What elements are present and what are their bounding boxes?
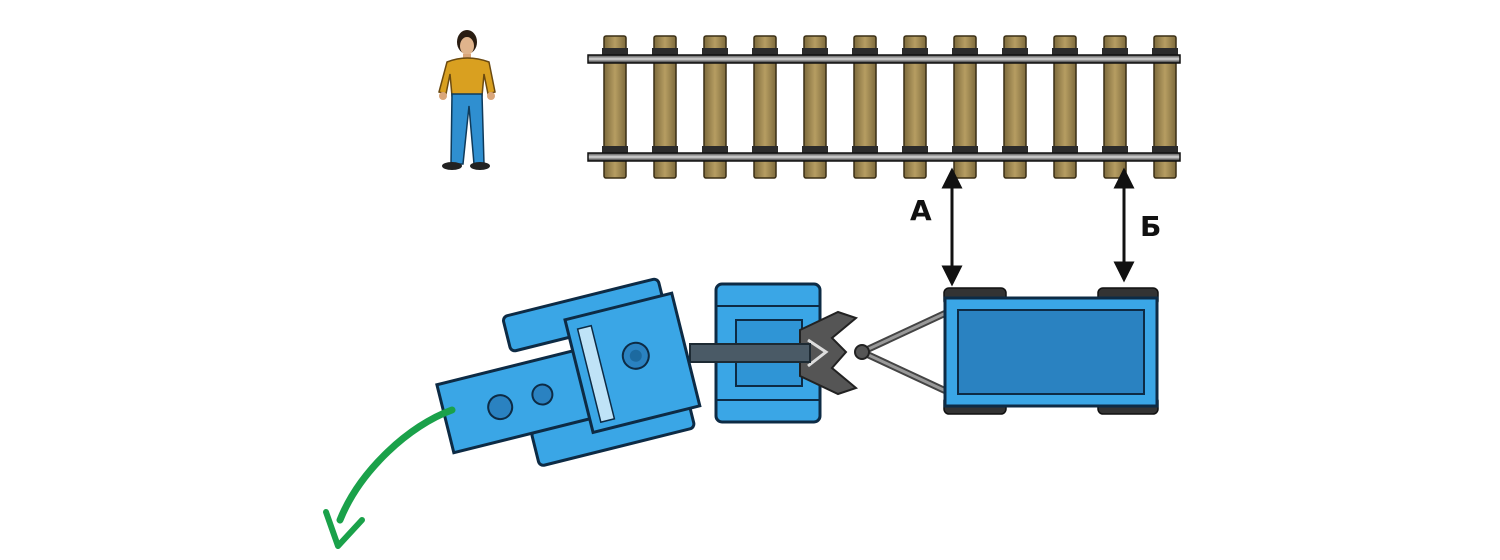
track-tie bbox=[1053, 35, 1077, 179]
track-tie bbox=[1003, 35, 1027, 179]
track-tie bbox=[703, 35, 727, 179]
track-tie bbox=[853, 35, 877, 179]
track-tie bbox=[753, 35, 777, 179]
track-tie bbox=[953, 35, 977, 179]
track-tie bbox=[653, 35, 677, 179]
label-a: А bbox=[910, 194, 932, 227]
rail bbox=[587, 54, 1181, 64]
track-tie bbox=[903, 35, 927, 179]
track-tie bbox=[603, 35, 627, 179]
tractor-icon bbox=[435, 277, 859, 467]
person-standing-icon bbox=[438, 30, 496, 170]
rail bbox=[587, 152, 1181, 162]
trailer-icon bbox=[854, 287, 1159, 415]
turn-arrow-icon bbox=[323, 406, 456, 549]
track-tie bbox=[803, 35, 827, 179]
railway-track-icon bbox=[587, 35, 1181, 179]
label-b: Б bbox=[1140, 210, 1161, 243]
track-tie bbox=[1153, 35, 1177, 179]
